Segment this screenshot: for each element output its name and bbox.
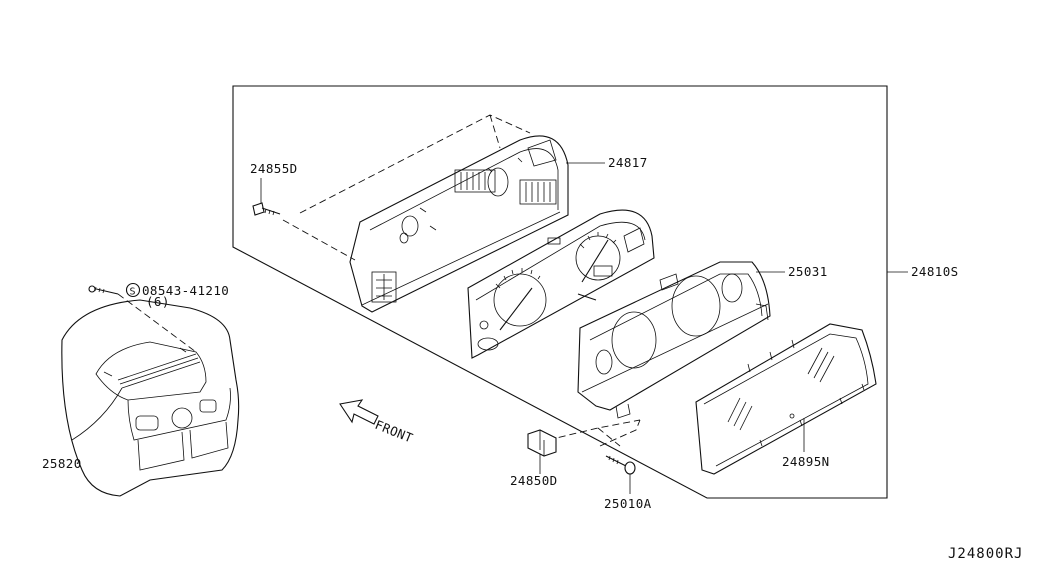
align-line-lid xyxy=(117,293,197,353)
gauge-face-plate xyxy=(467,209,655,359)
screw-symbol-circle xyxy=(125,282,141,298)
leader-25820 xyxy=(71,387,123,441)
label-08543-qty: (6) xyxy=(146,294,170,309)
label-25031: 25031 xyxy=(788,264,828,279)
bracket-24850D xyxy=(527,429,557,457)
label-24855D: 24855D xyxy=(250,161,298,176)
screw-25010A xyxy=(605,455,636,475)
align-line-housing xyxy=(282,114,531,261)
label-24810S: 24810S xyxy=(911,264,959,279)
screw-08543-41210 xyxy=(88,285,119,295)
front-label: FRONT xyxy=(373,417,415,446)
label-24895N: 24895N xyxy=(782,454,830,469)
label-24817: 24817 xyxy=(608,155,648,170)
diagram-code: J24800RJ xyxy=(948,546,1023,562)
cluster-lid-25820 xyxy=(61,299,240,497)
mask-25031 xyxy=(577,261,771,419)
label-25820: 25820 xyxy=(42,456,82,471)
rear-housing-24817 xyxy=(349,135,569,313)
align-line-lower xyxy=(547,419,641,447)
assembly-frame xyxy=(232,85,888,499)
screw-symbol: S xyxy=(130,287,136,298)
glass-24895N xyxy=(695,323,877,475)
screw-24855D xyxy=(252,202,281,216)
front-arrow xyxy=(339,399,379,425)
label-25010A: 25010A xyxy=(604,496,652,511)
label-24850D: 24850D xyxy=(510,473,558,488)
label-08543-41210: 08543-41210 xyxy=(142,283,229,298)
